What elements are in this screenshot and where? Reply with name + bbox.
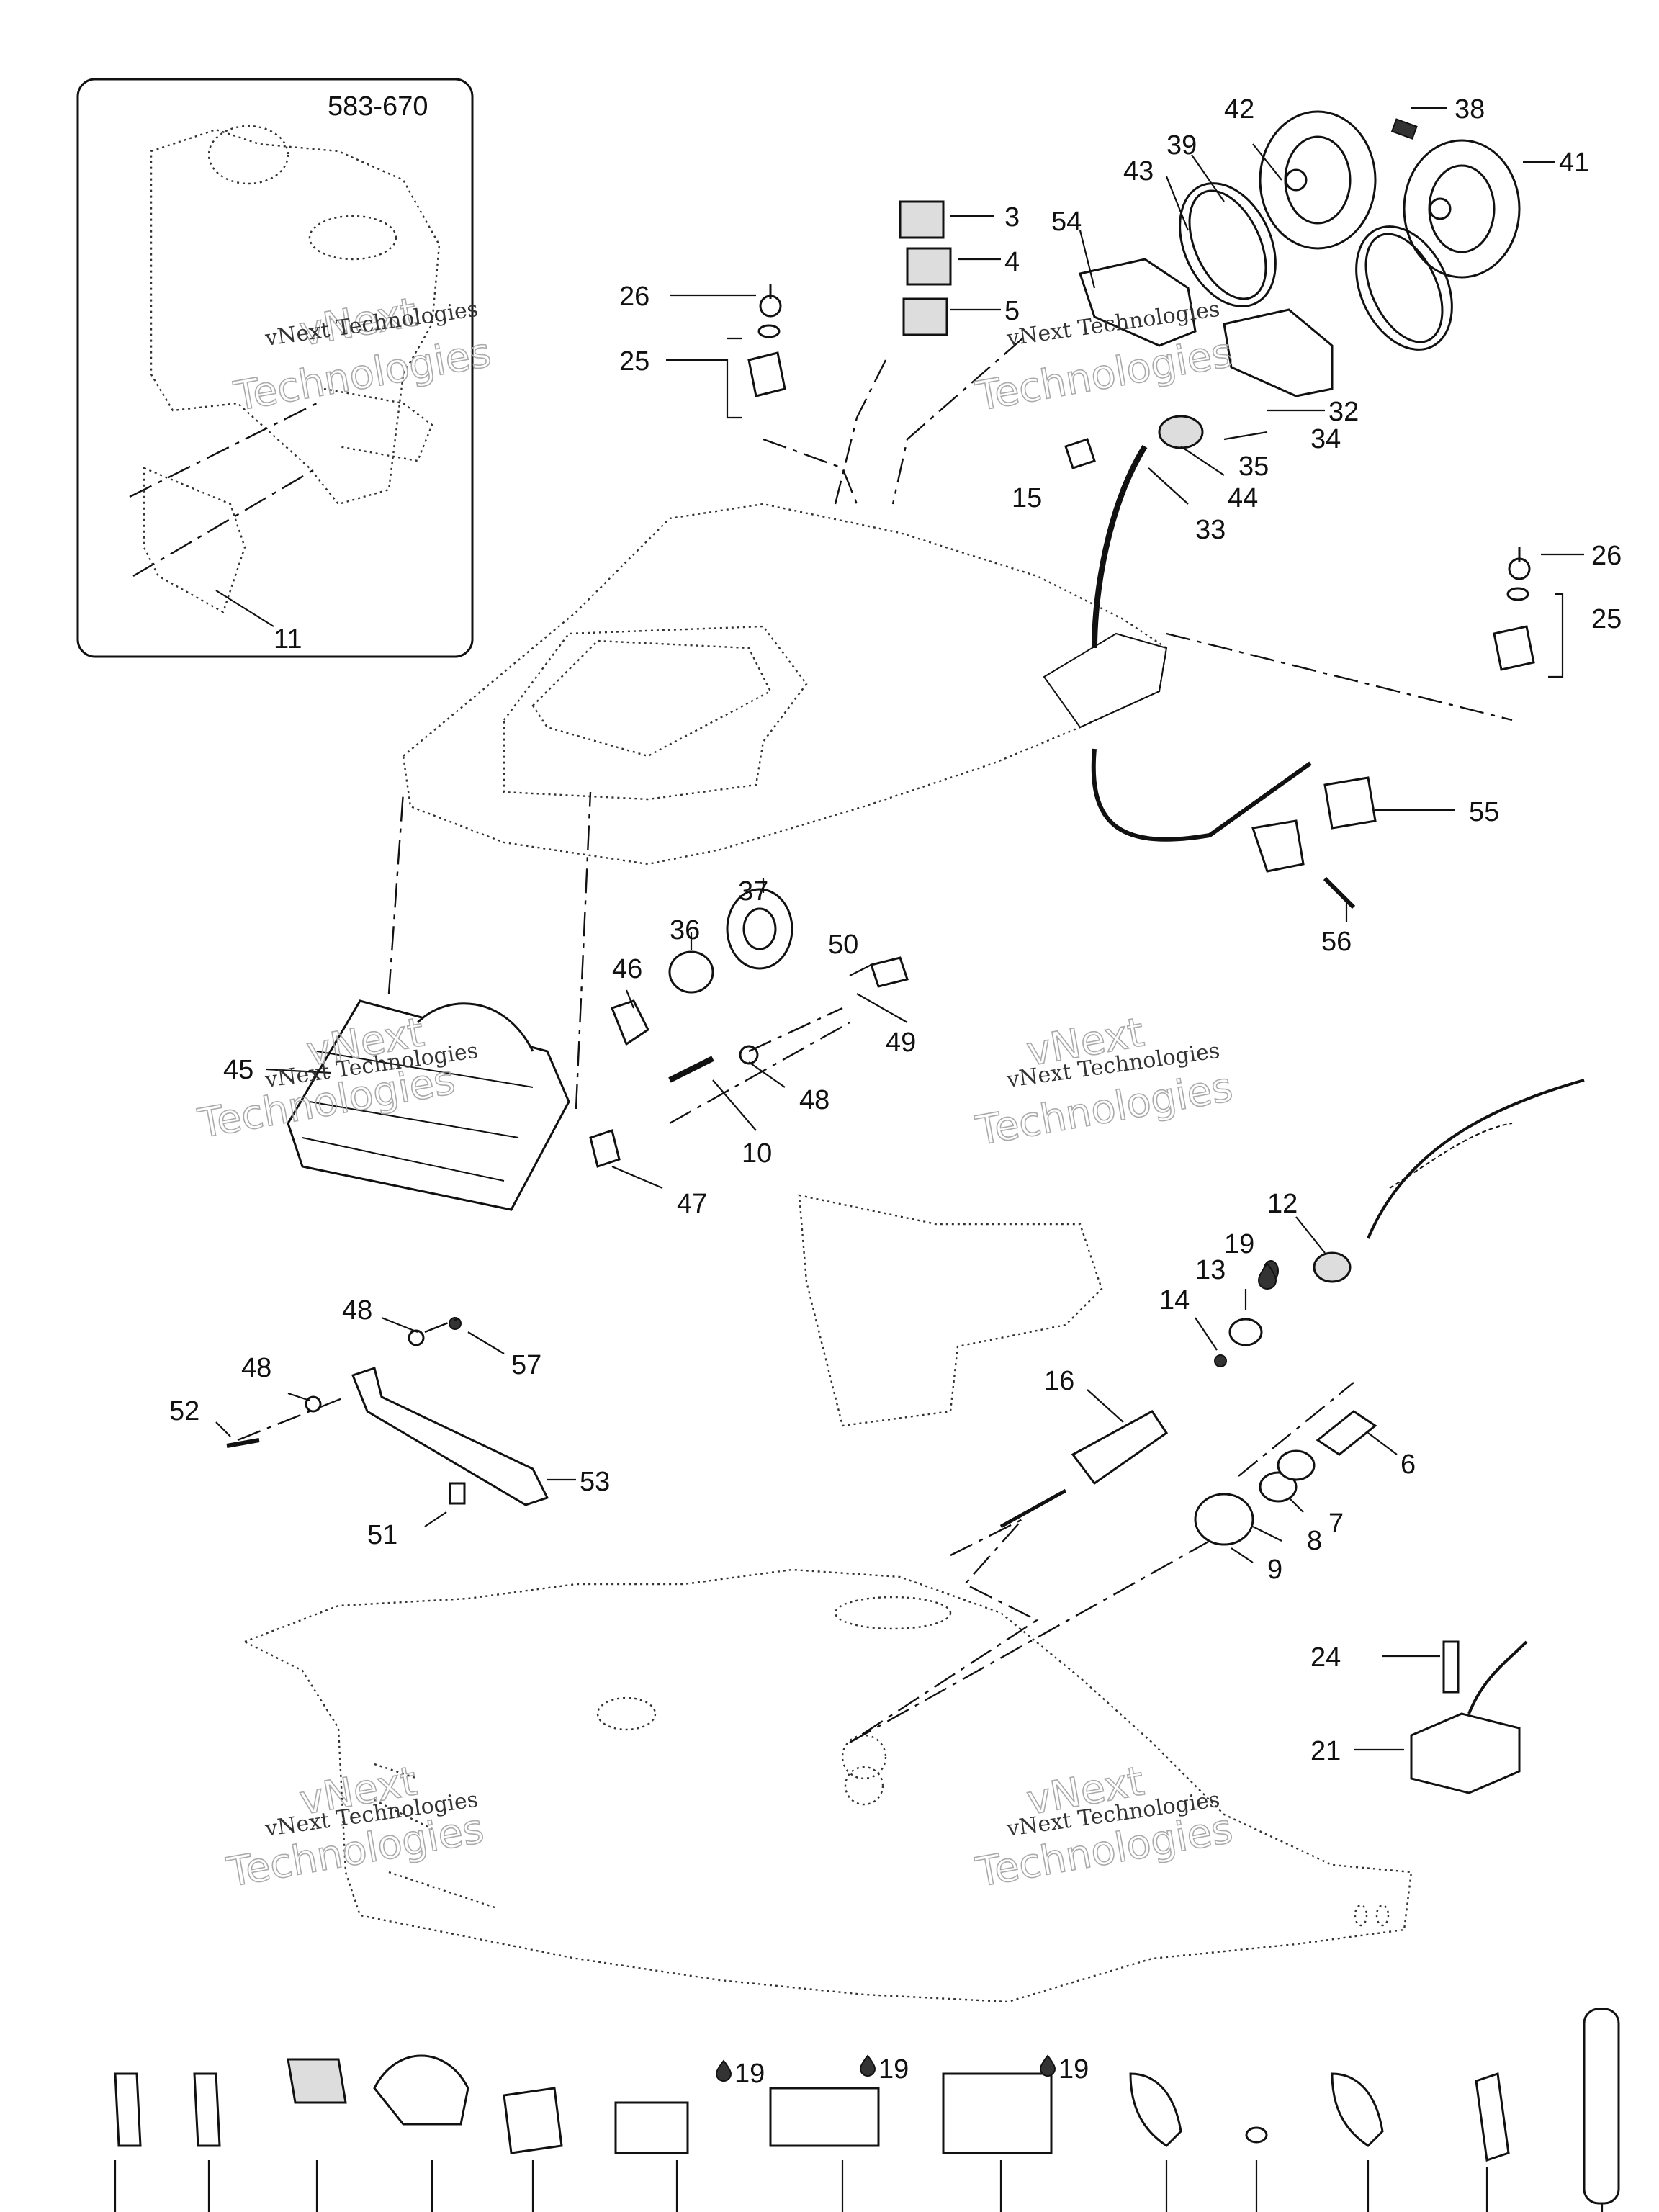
- callout-labels: 38 42 41 39 43 3 4 5 54 26 25 32 34 35 1…: [169, 94, 1622, 2089]
- callout-19-b: 19: [734, 2059, 765, 2089]
- ignition-assembly: [999, 1079, 1585, 1546]
- seat-outline: [798, 1194, 1103, 1427]
- callout-26-left: 26: [619, 282, 649, 312]
- gauge-assembly: [1079, 110, 1521, 397]
- callout-44: 44: [1228, 483, 1258, 513]
- callout-39: 39: [1166, 130, 1197, 161]
- oil-tank-outline: [150, 128, 441, 505]
- callout-25-left: 25: [619, 346, 649, 377]
- callout-4: 4: [1004, 247, 1020, 277]
- callout-10: 10: [742, 1138, 772, 1169]
- inset-code: 583-670: [328, 91, 428, 122]
- switches-3-4-5: [899, 200, 952, 336]
- callout-24: 24: [1310, 1642, 1341, 1673]
- oil-tank-hose: [323, 387, 433, 462]
- callout-52: 52: [169, 1396, 199, 1426]
- hood-console: [402, 503, 1168, 866]
- callout-45: 45: [223, 1055, 253, 1085]
- bracket-11: [143, 467, 246, 613]
- callout-56: 56: [1321, 927, 1352, 957]
- part-44: [1158, 415, 1204, 449]
- center-small-parts: [589, 888, 909, 1168]
- callout-12: 12: [1267, 1189, 1298, 1219]
- cable-lower: [1091, 748, 1312, 842]
- callout-50: 50: [828, 930, 858, 960]
- switch-25-26-left: [747, 284, 786, 397]
- callout-14: 14: [1159, 1285, 1190, 1316]
- callout-48-center: 48: [799, 1085, 830, 1115]
- callout-48-left: 48: [241, 1353, 271, 1383]
- callout-32: 32: [1328, 397, 1359, 427]
- callout-34: 34: [1310, 424, 1341, 454]
- bottom-pan: [243, 1568, 1413, 2003]
- callout-leaders: [114, 107, 1604, 2212]
- callout-8: 8: [1307, 1526, 1322, 1556]
- callout-3: 3: [1004, 202, 1020, 233]
- oil-tank-cap: [207, 125, 289, 185]
- callout-label-inset: 11: [274, 624, 302, 655]
- callout-42: 42: [1224, 94, 1254, 125]
- callout-57: 57: [511, 1350, 541, 1380]
- drop-icon: [1039, 2054, 1056, 2077]
- callout-51: 51: [367, 1520, 397, 1550]
- callout-41: 41: [1559, 148, 1589, 178]
- callout-15: 15: [1012, 483, 1042, 513]
- callout-54: 54: [1051, 207, 1082, 237]
- headlight-45: [287, 999, 570, 1211]
- callout-38: 38: [1455, 94, 1485, 125]
- callout-53: 53: [580, 1467, 610, 1497]
- switch-25-26-right: [1493, 547, 1535, 671]
- callout-46: 46: [612, 954, 642, 984]
- part-15: [1064, 438, 1096, 469]
- callout-26-right: 26: [1591, 541, 1622, 571]
- drop-icons: [715, 1262, 1277, 2082]
- callout-37: 37: [738, 876, 768, 907]
- oil-tank-filler: [308, 215, 397, 261]
- callout-16: 16: [1044, 1366, 1074, 1396]
- cable-33: [1092, 444, 1148, 649]
- inset-oil-tank: 583-670 11: [76, 78, 474, 658]
- drop-icon: [715, 2059, 732, 2082]
- callout-21: 21: [1310, 1736, 1341, 1766]
- inset-frame: [76, 78, 474, 658]
- bracket-53: [226, 1317, 549, 1506]
- callout-6: 6: [1401, 1449, 1416, 1480]
- callout-33: 33: [1195, 515, 1226, 545]
- callout-9: 9: [1267, 1555, 1282, 1585]
- callout-43: 43: [1123, 156, 1154, 186]
- drop-icon: [859, 2054, 876, 2077]
- callout-55: 55: [1469, 797, 1499, 827]
- callout-49: 49: [886, 1028, 916, 1058]
- hardware-row: [114, 2008, 1620, 2205]
- callout-19: 19: [1224, 1229, 1254, 1259]
- callout-7: 7: [1328, 1509, 1344, 1539]
- watermarks: vNext vNext Technologies Technologies vN…: [194, 289, 1236, 1897]
- callout-25-right: 25: [1591, 604, 1622, 634]
- callout-36: 36: [670, 915, 700, 945]
- clamps-55-56: [1251, 776, 1377, 909]
- relay-21-24: [1410, 1640, 1528, 1794]
- drop-icon: [1257, 1262, 1277, 1290]
- callout-5: 5: [1004, 296, 1020, 326]
- callout-47: 47: [677, 1189, 707, 1219]
- callout-19-d: 19: [1058, 2054, 1089, 2085]
- callout-19-c: 19: [878, 2054, 909, 2085]
- dashed-leaders: [237, 338, 1513, 1744]
- callout-13: 13: [1195, 1255, 1226, 1285]
- callout-35: 35: [1238, 451, 1269, 482]
- callout-48-top: 48: [342, 1295, 372, 1326]
